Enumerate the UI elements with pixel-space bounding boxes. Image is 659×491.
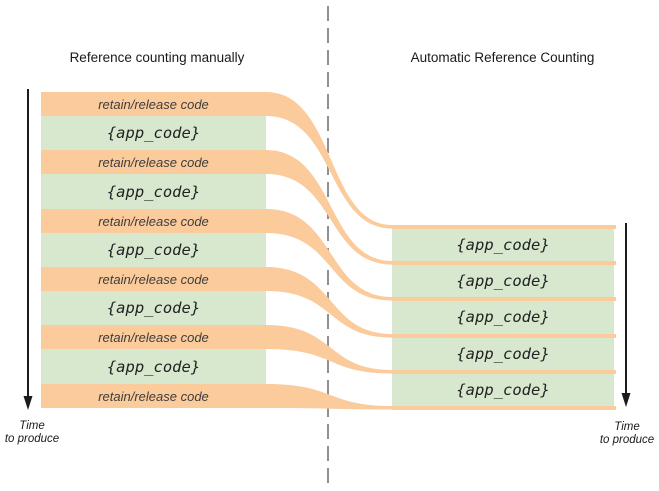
arc-retain-strip xyxy=(392,406,616,410)
left-time-label-line1: Time xyxy=(19,420,45,432)
arc-app-code-bar: {app_code} xyxy=(392,373,614,406)
arc-app-code-bar: {app_code} xyxy=(392,337,614,370)
right-time-arrow-head xyxy=(621,393,631,407)
left-time-arrow-head xyxy=(23,396,33,410)
connector-curve-6 xyxy=(266,384,392,410)
left-time-label: Time to produce xyxy=(0,420,64,446)
arc-retain-strip xyxy=(392,370,616,374)
app-code-bar: {app_code} xyxy=(41,349,266,384)
right-time-label-line1: Time xyxy=(614,421,640,433)
left-column-title: Reference counting manually xyxy=(69,50,245,65)
retain-release-bar: retain/release code xyxy=(41,384,266,408)
retain-release-bar: retain/release code xyxy=(41,150,266,174)
arc-retain-strip xyxy=(392,225,616,229)
right-column-title: Automatic Reference Counting xyxy=(410,50,595,65)
app-code-bar: {app_code} xyxy=(41,116,266,150)
retain-release-bar: retain/release code xyxy=(41,267,266,291)
retain-release-bar: retain/release code xyxy=(41,92,266,116)
retain-release-bar: retain/release code xyxy=(41,209,266,233)
right-time-label-line2: to produce xyxy=(599,434,655,446)
left-time-label-line2: to produce xyxy=(4,433,60,445)
arc-retain-strip xyxy=(392,334,616,338)
connector-curve-2 xyxy=(266,150,392,265)
arc-retain-strip xyxy=(392,261,616,265)
app-code-bar: {app_code} xyxy=(41,174,266,209)
connector-curve-1 xyxy=(266,92,392,229)
arc-retain-strip xyxy=(392,297,616,301)
arc-app-code-bar: {app_code} xyxy=(392,228,614,261)
right-time-label: Time to produce xyxy=(595,421,659,447)
app-code-bar: {app_code} xyxy=(41,291,266,325)
connector-curve-5 xyxy=(266,325,392,374)
retain-release-bar: retain/release code xyxy=(41,325,266,349)
connector-curve-4 xyxy=(266,267,392,338)
arc-app-code-bar: {app_code} xyxy=(392,264,614,297)
arc-app-code-bar: {app_code} xyxy=(392,300,614,334)
app-code-bar: {app_code} xyxy=(41,233,266,267)
connector-curve-3 xyxy=(266,209,392,301)
